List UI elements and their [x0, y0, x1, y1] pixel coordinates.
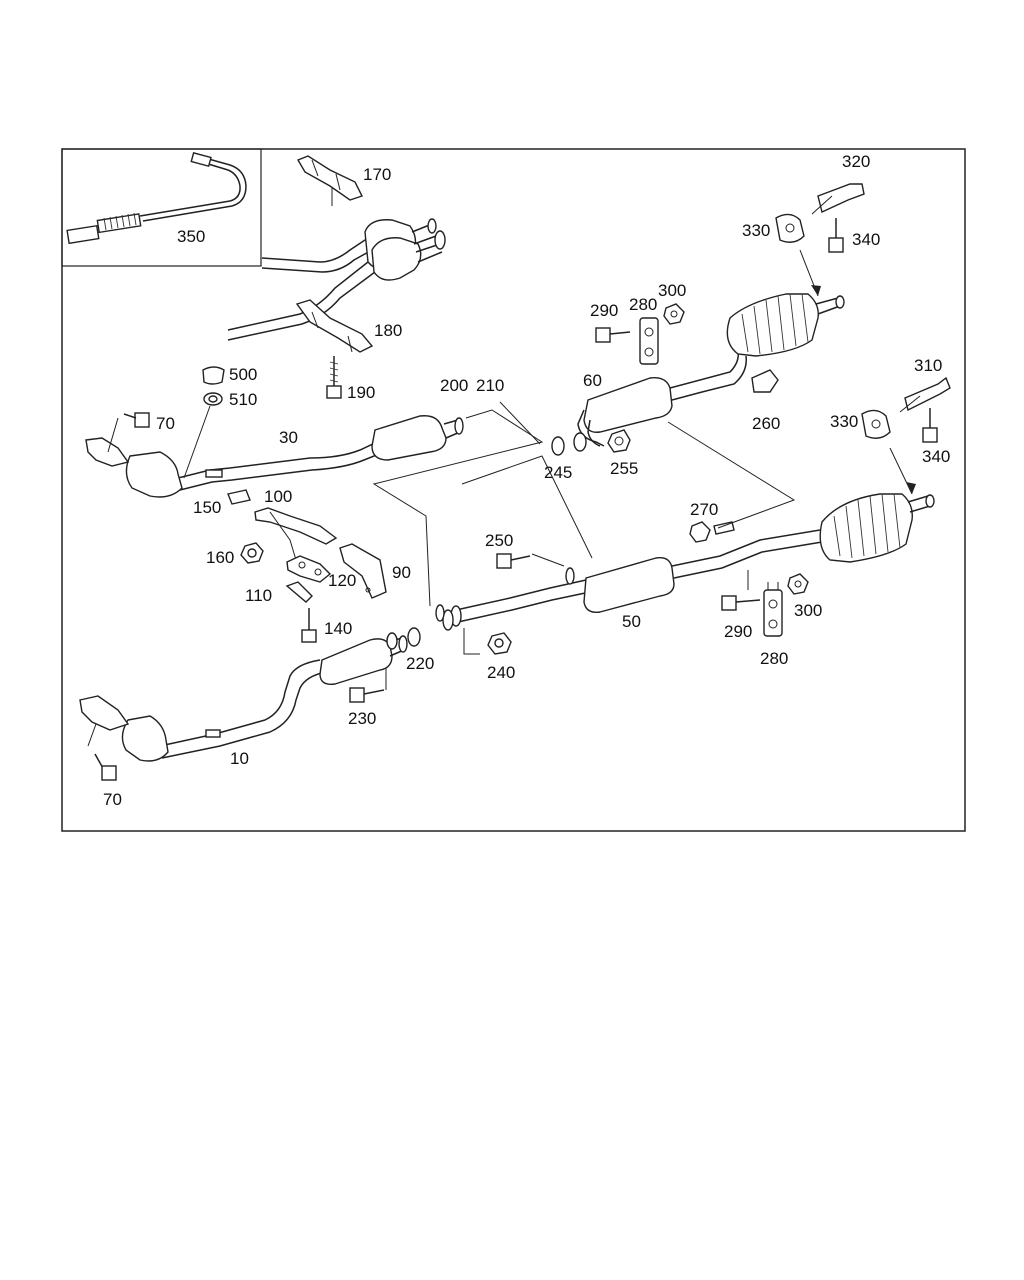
label-180: 180	[374, 321, 402, 340]
nut-300-upper[interactable]	[663, 303, 685, 325]
label-260: 260	[752, 414, 780, 433]
label-170: 170	[363, 165, 391, 184]
rubber-mount-330-lower[interactable]	[861, 409, 891, 439]
rear-muffler-lower[interactable]	[819, 493, 935, 563]
arrow-upper-muffler	[799, 249, 821, 297]
label-245: 245	[544, 463, 572, 482]
label-300-lower: 300	[794, 601, 822, 620]
label-290-lower: 290	[724, 622, 752, 641]
bracket-180[interactable]	[295, 299, 374, 353]
rubber-mount-330-upper[interactable]	[775, 213, 805, 243]
hanger-320[interactable]	[811, 183, 865, 215]
label-340-upper: 340	[852, 230, 880, 249]
label-30: 30	[279, 428, 298, 447]
ring-245[interactable]	[551, 432, 587, 456]
label-310: 310	[914, 356, 942, 375]
upper-catalytic-pipe-assembly[interactable]	[227, 218, 446, 341]
plug-500[interactable]	[202, 366, 225, 385]
label-70-upper: 70	[156, 414, 175, 433]
label-120: 120	[328, 571, 356, 590]
bolt-70-lower[interactable]	[87, 723, 117, 781]
bolt-250[interactable]	[496, 553, 565, 569]
hanger-280-lower[interactable]	[763, 582, 783, 637]
label-210: 210	[476, 376, 504, 395]
diagram-frame	[61, 148, 966, 832]
label-280-lower: 280	[760, 649, 788, 668]
nut-300-lower[interactable]	[787, 573, 809, 595]
bolt-290-upper[interactable]	[595, 327, 631, 343]
label-220: 220	[406, 654, 434, 673]
label-240: 240	[487, 663, 515, 682]
label-150: 150	[193, 498, 221, 517]
hanger-280-upper[interactable]	[639, 317, 659, 365]
bracket-120[interactable]	[286, 555, 332, 583]
label-330-upper: 330	[742, 221, 770, 240]
rear-muffler-upper[interactable]	[726, 293, 845, 357]
label-70-lower: 70	[103, 790, 122, 809]
label-230: 230	[348, 709, 376, 728]
arrow-lower-muffler	[889, 447, 916, 495]
label-320: 320	[842, 152, 870, 171]
label-160: 160	[206, 548, 234, 567]
nut-160[interactable]	[240, 542, 264, 564]
nut-255[interactable]	[607, 429, 631, 453]
inset-frame-oxygen-sensor	[61, 148, 262, 267]
clamp-110[interactable]	[285, 581, 313, 603]
label-270: 270	[690, 500, 718, 519]
ring-220[interactable]	[386, 627, 421, 650]
label-10: 10	[230, 749, 249, 768]
label-510: 510	[229, 390, 257, 409]
label-100: 100	[264, 487, 292, 506]
nut-270[interactable]	[689, 521, 711, 543]
label-290-upper: 290	[590, 301, 618, 320]
center-muffler-60[interactable]	[577, 349, 747, 447]
bolt-340-lower[interactable]	[922, 408, 938, 443]
label-330-lower: 330	[830, 412, 858, 431]
bolt-230[interactable]	[349, 668, 387, 703]
bolt-340-upper[interactable]	[828, 218, 844, 253]
label-90: 90	[392, 563, 411, 582]
bolt-190[interactable]	[326, 356, 342, 399]
oxygen-sensor[interactable]	[66, 151, 247, 245]
assembly-leader-lines	[372, 401, 796, 607]
label-300-upper: 300	[658, 281, 686, 300]
bolt-70-upper[interactable]	[107, 412, 150, 453]
label-500: 500	[229, 365, 257, 384]
nut-240[interactable]	[463, 628, 512, 655]
label-350: 350	[177, 227, 205, 246]
label-255: 255	[610, 459, 638, 478]
label-140: 140	[324, 619, 352, 638]
bracket-90[interactable]	[339, 543, 387, 599]
label-340-lower: 340	[922, 447, 950, 466]
clamp-150[interactable]	[227, 489, 251, 505]
middle-pipe-50[interactable]	[435, 529, 823, 631]
bracket-100[interactable]	[254, 507, 338, 561]
label-200: 200	[440, 376, 468, 395]
seal-ring-510[interactable]	[183, 392, 223, 479]
label-50: 50	[622, 612, 641, 631]
bolt-290-lower[interactable]	[721, 570, 761, 611]
part-labels: 350 170 180 190 500 510 70 30 200 210 60…	[103, 152, 950, 809]
hanger-310[interactable]	[899, 376, 951, 413]
exhaust-pipe-10[interactable]	[79, 635, 408, 762]
hanger-260[interactable]	[751, 369, 779, 393]
label-110: 110	[245, 586, 272, 605]
label-60: 60	[583, 371, 602, 390]
bolt-140[interactable]	[301, 608, 317, 643]
front-pipe-30[interactable]	[85, 415, 464, 498]
label-190: 190	[347, 383, 375, 402]
clip-270[interactable]	[713, 521, 735, 535]
bracket-170[interactable]	[296, 155, 363, 206]
label-280-upper: 280	[629, 295, 657, 314]
label-250: 250	[485, 531, 513, 550]
